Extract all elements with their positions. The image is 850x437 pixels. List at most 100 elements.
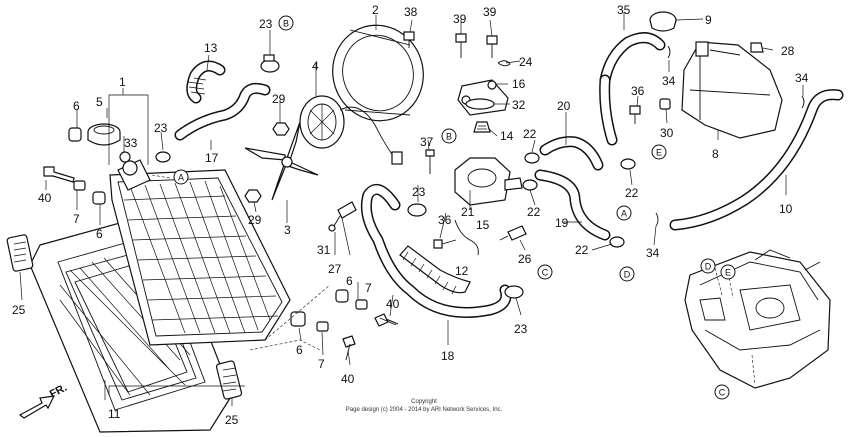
label-23a: 23 — [154, 121, 168, 135]
hose-20 — [539, 136, 604, 171]
label-6b: 6 — [96, 227, 103, 241]
label-40b: 40 — [386, 297, 400, 311]
screw-39a — [455, 33, 467, 58]
hose-19 — [534, 169, 611, 241]
label-22c: 22 — [625, 186, 639, 200]
sensor-26 — [499, 225, 527, 241]
label-21: 21 — [461, 205, 475, 219]
label-35: 35 — [617, 3, 631, 17]
label-1: 1 — [119, 75, 126, 89]
front-direction-arrow: FR. — [18, 382, 69, 419]
label-2: 2 — [372, 3, 379, 17]
label-22b: 22 — [527, 205, 541, 219]
svg-text:C: C — [719, 388, 726, 398]
svg-text:D: D — [624, 270, 631, 280]
svg-text:A: A — [621, 209, 627, 219]
leader-lines — [19, 12, 804, 406]
hose-10 — [669, 89, 844, 231]
label-25a: 25 — [12, 303, 26, 317]
clamp-23b — [260, 54, 280, 73]
svg-text:B: B — [446, 132, 452, 142]
label-32: 32 — [512, 98, 526, 112]
label-22a: 22 — [523, 127, 537, 141]
ref-D1: D — [619, 266, 635, 282]
label-7a: 7 — [73, 212, 80, 226]
bolt-36b — [629, 105, 641, 124]
clip-28 — [750, 42, 764, 53]
label-4: 4 — [312, 59, 319, 73]
label-39b: 39 — [483, 5, 497, 19]
clamp-23d — [504, 285, 524, 299]
label-38: 38 — [404, 5, 418, 19]
ref-A1: A — [173, 169, 189, 185]
direction-label: FR. — [48, 382, 69, 401]
label-9: 9 — [705, 13, 712, 27]
reserve-cap — [649, 11, 677, 32]
clamp-23c — [407, 203, 427, 217]
grommet-6a — [68, 127, 82, 142]
label-19: 19 — [555, 216, 569, 230]
collar-7c — [355, 299, 368, 310]
ref-B1: B — [278, 15, 294, 31]
grommet-6d — [290, 311, 306, 327]
label-31: 31 — [317, 243, 331, 257]
label-7b: 7 — [318, 357, 325, 371]
ref-B2: B — [441, 128, 457, 144]
ref-C1: C — [537, 264, 553, 280]
clamp-22b — [522, 179, 538, 191]
hose-12 — [399, 245, 471, 295]
label-16: 16 — [512, 77, 526, 91]
label-20: 20 — [557, 99, 571, 113]
label-34b: 34 — [795, 71, 809, 85]
ref-D2: D — [700, 258, 716, 274]
label-33: 33 — [124, 136, 138, 150]
label-24: 24 — [519, 55, 533, 69]
ref-A2: A — [616, 205, 632, 221]
clamp-22c — [620, 158, 636, 170]
label-34a: 34 — [662, 74, 676, 88]
label-30: 30 — [660, 126, 674, 140]
grommet-6c — [335, 289, 349, 303]
svg-text:C: C — [542, 268, 549, 278]
thermo-switch — [328, 201, 357, 232]
thermostat — [473, 121, 491, 133]
label-39a: 39 — [453, 12, 467, 26]
ref-E1: E — [651, 144, 667, 160]
label-5: 5 — [96, 95, 103, 109]
copyright-notice: Copyright Page design (c) 2004 - 2014 by… — [346, 399, 503, 413]
svg-text:A: A — [178, 173, 184, 183]
copyright-line2: Page design (c) 2004 - 2014 by ARI Netwo… — [346, 407, 503, 413]
label-36a: 36 — [631, 84, 645, 98]
svg-text:D: D — [705, 262, 712, 272]
reserve-tank — [681, 41, 783, 139]
clamp-23a — [155, 151, 171, 163]
hose-13 — [186, 60, 226, 104]
label-3: 3 — [284, 223, 291, 237]
ref-C2: C — [714, 384, 730, 400]
clip-34a — [667, 45, 671, 59]
screw-39b — [486, 35, 498, 58]
grommet-30 — [659, 98, 671, 110]
label-26: 26 — [518, 252, 532, 266]
o-ring-32 — [465, 98, 495, 110]
ref-E2: E — [720, 264, 736, 280]
fan-motor — [299, 95, 403, 165]
label-11: 11 — [108, 407, 121, 421]
label-23b: 23 — [259, 17, 273, 31]
label-10: 10 — [779, 202, 793, 216]
label-29a: 29 — [272, 92, 286, 106]
thermostat-cover — [457, 79, 509, 116]
svg-text:E: E — [656, 148, 662, 158]
label-23c: 23 — [412, 185, 426, 199]
label-36b: 36 — [438, 213, 452, 227]
label-6a: 6 — [73, 99, 80, 113]
label-22d: 22 — [575, 243, 589, 257]
radiator — [109, 159, 291, 346]
nut-29a — [272, 122, 290, 136]
svg-text:B: B — [283, 19, 289, 29]
label-12: 12 — [455, 264, 469, 278]
label-15: 15 — [476, 218, 490, 232]
clip-34b — [801, 95, 805, 109]
bolt-36a — [433, 239, 457, 249]
